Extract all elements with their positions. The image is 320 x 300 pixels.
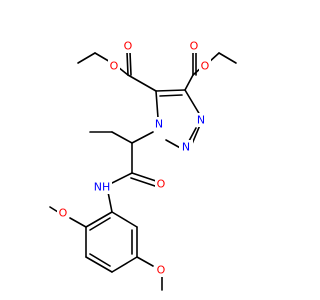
svg-text:O: O bbox=[157, 178, 166, 191]
bond bbox=[131, 131, 154, 144]
bond bbox=[85, 256, 113, 273]
bond bbox=[127, 74, 157, 92]
bond bbox=[155, 89, 186, 92]
bond bbox=[111, 131, 133, 144]
bonds bbox=[49, 51, 237, 291]
bond bbox=[184, 89, 201, 116]
bond bbox=[159, 94, 183, 97]
atom-o-amide: O bbox=[155, 177, 167, 191]
bond bbox=[77, 52, 96, 64]
atom-o-aryl-methoxy-2: O bbox=[57, 206, 69, 220]
bond bbox=[188, 127, 197, 142]
svg-text:NH: NH bbox=[94, 181, 111, 194]
atom-nh: NH bbox=[92, 180, 112, 194]
bond bbox=[126, 51, 129, 76]
bond bbox=[111, 256, 138, 273]
svg-text:O: O bbox=[110, 60, 119, 73]
bond bbox=[155, 90, 159, 119]
bond bbox=[218, 52, 237, 64]
bond bbox=[69, 217, 87, 228]
bond bbox=[129, 51, 132, 76]
bond bbox=[184, 74, 194, 91]
molecule-structure: O O O O N N N O bbox=[49, 39, 237, 291]
atom-o-ester-methoxy-a: O bbox=[108, 59, 120, 73]
bond bbox=[89, 217, 111, 231]
atom-n2: N bbox=[179, 140, 193, 154]
svg-text:O: O bbox=[124, 40, 133, 53]
atom-o-ester-carbonyl-a: O bbox=[122, 39, 134, 53]
bond bbox=[191, 124, 201, 145]
bond bbox=[131, 172, 157, 182]
svg-text:O: O bbox=[157, 264, 166, 277]
atom-o-ester-carbonyl-b: O bbox=[188, 39, 200, 53]
bond bbox=[136, 256, 154, 267]
atom-n1: N bbox=[152, 117, 166, 131]
atom-labels: O O O O N N N O bbox=[57, 39, 211, 277]
bond bbox=[130, 177, 156, 187]
bond bbox=[85, 211, 113, 228]
svg-text:N: N bbox=[197, 114, 205, 127]
bond bbox=[107, 191, 113, 213]
svg-text:O: O bbox=[59, 207, 68, 220]
atom-o-aryl-methoxy-5: O bbox=[155, 263, 167, 277]
bond bbox=[89, 253, 111, 267]
atom-n3: N bbox=[194, 113, 208, 127]
svg-text:N: N bbox=[182, 141, 190, 154]
atom-o-ester-methoxy-b: O bbox=[199, 59, 211, 73]
bond bbox=[49, 206, 59, 213]
svg-text:N: N bbox=[155, 118, 163, 131]
svg-text:O: O bbox=[201, 60, 210, 73]
svg-text:O: O bbox=[190, 40, 199, 53]
bond bbox=[111, 211, 138, 228]
